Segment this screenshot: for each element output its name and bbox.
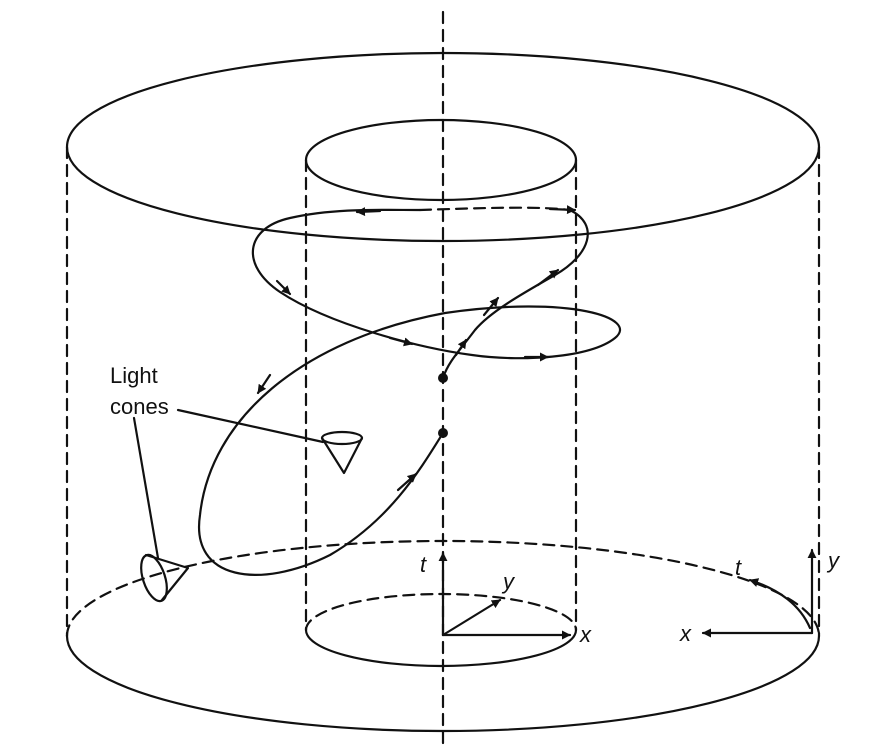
center-y-axis [441,598,502,637]
arrow-top-left [355,207,382,217]
light-cone-upright [320,430,364,475]
light-cone-tilted-mouth [140,553,168,603]
curve-arrows [256,205,577,492]
arrow-upper-up-right [536,268,560,287]
arrow-top-right [548,205,577,215]
event-dot-upper [438,373,448,383]
center-x-label: x [579,622,592,647]
light-cone-upright-mouth [320,430,364,446]
right-t-label: t [735,555,742,580]
light-cones-label-line2: cones [110,394,169,419]
inner-bottom-front-arc [304,628,578,668]
center-y-label: y [501,569,516,594]
arrow-lower-up [396,472,418,492]
leader-line-upper-cone [176,408,325,444]
light-cone-upright-body [320,436,364,475]
curve-top-back-dashed [418,206,572,212]
right-axes: t y x [679,548,841,646]
light-cone-tilted [140,553,190,603]
center-axes: t y x [420,551,592,647]
leader-line-lower-cone [132,416,160,560]
right-y-label: y [826,548,841,573]
inner-top-ellipse [304,118,578,202]
light-cones-label-line1: Light [110,363,158,388]
arrow-near-center [454,338,468,357]
arrow-upper-mid [482,296,500,317]
timelike-curve [197,206,622,576]
arrow-left-down [256,373,272,395]
light-cone-tilted-body [144,553,190,602]
curve-lower-spiral [197,208,622,576]
event-dot-lower [438,428,448,438]
arrow-middle-left-right [388,336,414,347]
inner-bottom-back-arc [304,592,578,632]
inner-cylinder [304,118,578,668]
arrow-lower-left-down [275,279,292,296]
right-x-label: x [679,621,692,646]
center-t-label: t [420,552,427,577]
right-t-curve [748,578,812,630]
